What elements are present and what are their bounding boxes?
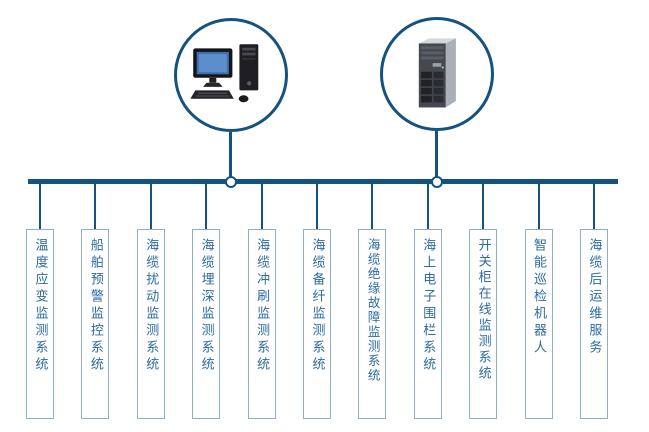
system-box: 智能巡检机器人	[524, 229, 553, 419]
system-label: 开关柜在线监测系统	[475, 238, 491, 382]
system-label: 海缆绝缘故障监测系统	[365, 238, 381, 383]
system-label: 温度应变监测系统	[32, 238, 48, 374]
system-box: 海缆后运维服务	[579, 229, 608, 419]
system-column: 开关柜在线监测系统	[469, 184, 498, 419]
system-box: 开关柜在线监测系统	[469, 229, 498, 419]
connector-line	[260, 184, 263, 229]
system-column: 海缆后运维服务	[579, 184, 608, 419]
connector-line	[315, 184, 318, 229]
system-box: 海缆绝缘故障监测系统	[358, 229, 387, 419]
system-column: 海缆备纤监测系统	[302, 184, 331, 419]
system-label: 智能巡检机器人	[531, 238, 547, 357]
system-column: 海缆埋深监测系统	[192, 184, 221, 419]
system-box: 海缆扰动监测系统	[136, 229, 165, 419]
system-label: 海缆埋深监测系统	[198, 238, 214, 374]
system-column: 船舶预警监控系统	[81, 184, 110, 419]
system-label: 船舶预警监控系统	[87, 238, 103, 374]
system-box: 船舶预警监控系统	[81, 229, 110, 419]
system-column: 海上电子围栏系统	[413, 184, 442, 419]
system-label: 海缆扰动监测系统	[143, 238, 159, 374]
system-box: 温度应变监测系统	[26, 229, 54, 419]
connector-line	[371, 184, 374, 229]
desktop-computer-icon	[190, 44, 259, 103]
connector-line	[205, 184, 208, 229]
connector-line	[426, 184, 429, 229]
system-column: 海缆冲刷监测系统	[247, 184, 276, 419]
bus-line	[28, 179, 618, 184]
systems-row: 温度应变监测系统 船舶预警监控系统 海缆扰动监测系统 海缆埋深监测系统 海缆冲刷…	[26, 184, 608, 419]
system-column: 海缆扰动监测系统	[136, 184, 165, 419]
system-label: 海上电子围栏系统	[420, 238, 436, 374]
system-box: 海缆备纤监测系统	[302, 229, 331, 419]
system-box: 海上电子围栏系统	[413, 229, 442, 419]
system-column: 智能巡检机器人	[524, 184, 553, 419]
system-label: 海缆后运维服务	[586, 238, 602, 357]
system-column: 温度应变监测系统	[26, 184, 54, 419]
connector-line	[149, 184, 152, 229]
right-junction-dot	[431, 176, 443, 188]
system-column: 海缆绝缘故障监测系统	[358, 184, 387, 419]
server-icon	[418, 38, 456, 108]
connector-line	[482, 184, 485, 229]
connector-line	[39, 184, 41, 229]
system-label: 海缆冲刷监测系统	[254, 238, 270, 374]
server-node	[380, 17, 494, 131]
right-stem-line	[435, 131, 438, 182]
connector-line	[537, 184, 540, 229]
connector-line	[94, 184, 97, 229]
monitoring-center-node	[174, 18, 288, 132]
left-stem-line	[229, 132, 232, 182]
system-label: 海缆备纤监测系统	[309, 238, 325, 374]
connector-line	[592, 184, 595, 229]
system-box: 海缆埋深监测系统	[192, 229, 221, 419]
system-box: 海缆冲刷监测系统	[247, 229, 276, 419]
left-junction-dot	[225, 176, 237, 188]
